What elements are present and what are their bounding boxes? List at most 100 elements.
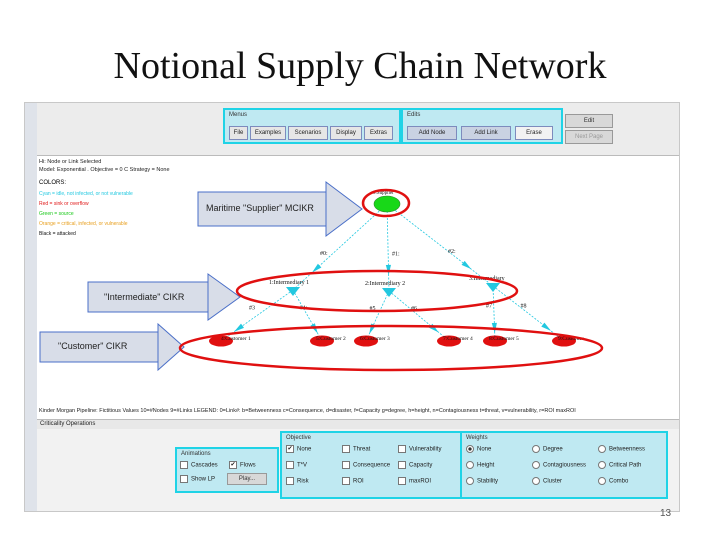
file-button[interactable]: File [229, 126, 248, 140]
customer-node[interactable] [354, 335, 378, 347]
objective-option-risk[interactable]: Risk [286, 477, 309, 485]
intermediary-node-label: 2:Intermediary 2 [365, 281, 405, 287]
supplier-callout-arrow [325, 181, 363, 237]
link-supplier-intermediary [292, 203, 388, 291]
customer-node[interactable] [483, 335, 507, 347]
intermediate-callout-box [87, 281, 209, 313]
customer-callout-text: "Customer" CIKR [58, 341, 128, 351]
objective-option-capacity[interactable]: Capacity [398, 461, 432, 469]
radio-icon [466, 477, 474, 485]
objective-option-consequence[interactable]: Consequence [342, 461, 390, 469]
weights-option-betweenness[interactable]: Betweenness [598, 445, 645, 453]
objective-option-vulnerability[interactable]: Vulnerability [398, 445, 441, 453]
show-lp-checkbox[interactable]: Show LP [180, 475, 215, 483]
weights-option-combo[interactable]: Combo [598, 477, 628, 485]
network-summary: Kinder Morgan Pipeline: Fictitious Value… [39, 408, 576, 414]
link-arrow [461, 260, 472, 270]
intermediary-node-label: 1:Intermediary 1 [269, 280, 309, 286]
animations-panel: Animations Cascades ✔Flows Show LP Play.… [175, 447, 279, 493]
add-node-button[interactable]: Add Node [407, 126, 457, 140]
next-page-button[interactable]: Next Page [565, 130, 613, 144]
customer-node-label: 6:Customer 3 [360, 336, 390, 342]
legend-black: Black = attacked [39, 231, 76, 237]
radio-icon [532, 461, 540, 469]
supplier-ring [361, 188, 411, 218]
add-link-button[interactable]: Add Link [461, 126, 511, 140]
app-toolbar: Menus File Examples Scenarios Display Ex… [37, 103, 679, 156]
intermediary-node[interactable] [286, 287, 300, 296]
legend-green: Green = source [39, 211, 74, 217]
link-label: #2: [448, 249, 456, 255]
supplier-node[interactable] [373, 195, 401, 213]
checkbox-icon [342, 477, 350, 485]
scenarios-button[interactable]: Scenarios [288, 126, 328, 140]
play-button[interactable]: Play... [227, 473, 267, 485]
intermediary-node[interactable] [382, 288, 396, 297]
link-label: #1: [392, 252, 400, 258]
examples-button[interactable]: Examples [250, 126, 286, 140]
customer-node[interactable] [209, 335, 233, 347]
edits-panel: Edits Add Node Add Link Erase [401, 108, 563, 144]
weights-option-contagiousness[interactable]: Contagiousness [532, 461, 586, 469]
objective-label: Objective [286, 435, 312, 441]
radio-icon [466, 445, 474, 453]
flows-checkbox[interactable]: ✔Flows [229, 461, 256, 469]
page-number: 13 [660, 508, 672, 519]
checkbox-icon: ✔ [286, 445, 294, 453]
customer-node[interactable] [552, 335, 576, 347]
checkbox-icon [286, 477, 294, 485]
link-label: #5 [370, 306, 376, 312]
intermediate-callout-text: "Intermediate" CIKR [104, 292, 185, 302]
checkbox-checked-icon: ✔ [229, 461, 237, 469]
intermediate-callout-arrow [207, 273, 241, 321]
checkbox-icon [342, 445, 350, 453]
customer-callout-arrow [157, 322, 185, 372]
intermediary-node[interactable] [486, 283, 500, 292]
objective-option-roi[interactable]: ROI [342, 477, 364, 485]
link-label: #6 [411, 306, 417, 312]
weights-option-degree[interactable]: Degree [532, 445, 563, 453]
checkbox-icon [398, 445, 406, 453]
weights-option-critical-path[interactable]: Critical Path [598, 461, 641, 469]
display-button[interactable]: Display [330, 126, 362, 140]
erase-button[interactable]: Erase [515, 126, 553, 140]
radio-icon [598, 477, 606, 485]
objective-option-maxroi[interactable]: maxROI [398, 477, 431, 485]
objective-option-none[interactable]: ✔None [286, 445, 312, 453]
objective-option-t-v[interactable]: T*V [286, 461, 307, 469]
status-selection: Hi: Node or Link Selected [39, 159, 102, 165]
radio-icon [532, 477, 540, 485]
legend-cyan: Cyan = idle, not infected, or not vulner… [39, 191, 133, 197]
weights-option-height[interactable]: Height [466, 461, 494, 469]
link-supplier-intermediary [386, 203, 494, 287]
edit-button[interactable]: Edit [565, 114, 613, 128]
weights-option-cluster[interactable]: Cluster [532, 477, 562, 485]
status-model: Model: Exponential . Objective = 0 C Str… [39, 167, 170, 173]
customer-node[interactable] [310, 335, 334, 347]
link-intermediary-customer [492, 285, 565, 342]
extras-button[interactable]: Extras [364, 126, 393, 140]
weights-option-none[interactable]: None [466, 445, 491, 453]
link-arrow [234, 323, 244, 332]
cascades-checkbox[interactable]: Cascades [180, 461, 218, 469]
checkbox-icon [398, 461, 406, 469]
supplier-callout-text: Maritime "Supplier" MCIKR [206, 203, 314, 213]
checkbox-icon [286, 461, 294, 469]
customer-node[interactable] [437, 335, 461, 347]
link-intermediary-customer [388, 290, 450, 342]
criticality-operations-bar: Criticality Operations [37, 419, 679, 430]
customer-node-label: 7:Customer 4 [443, 336, 473, 342]
link-intermediary-customer [292, 289, 323, 342]
legend-orange: Orange = critical, infected, or vulnerab… [39, 221, 128, 227]
app-screenshot: Menus File Examples Scenarios Display Ex… [24, 102, 680, 512]
animations-label: Animations [181, 451, 211, 457]
link-label: #7 [486, 304, 492, 310]
weights-option-stability[interactable]: Stability [466, 477, 498, 485]
legend-title: COLORS: [39, 180, 67, 186]
link-label: #0: [320, 251, 328, 257]
checkbox-icon [180, 461, 188, 469]
objective-option-threat[interactable]: Threat [342, 445, 370, 453]
